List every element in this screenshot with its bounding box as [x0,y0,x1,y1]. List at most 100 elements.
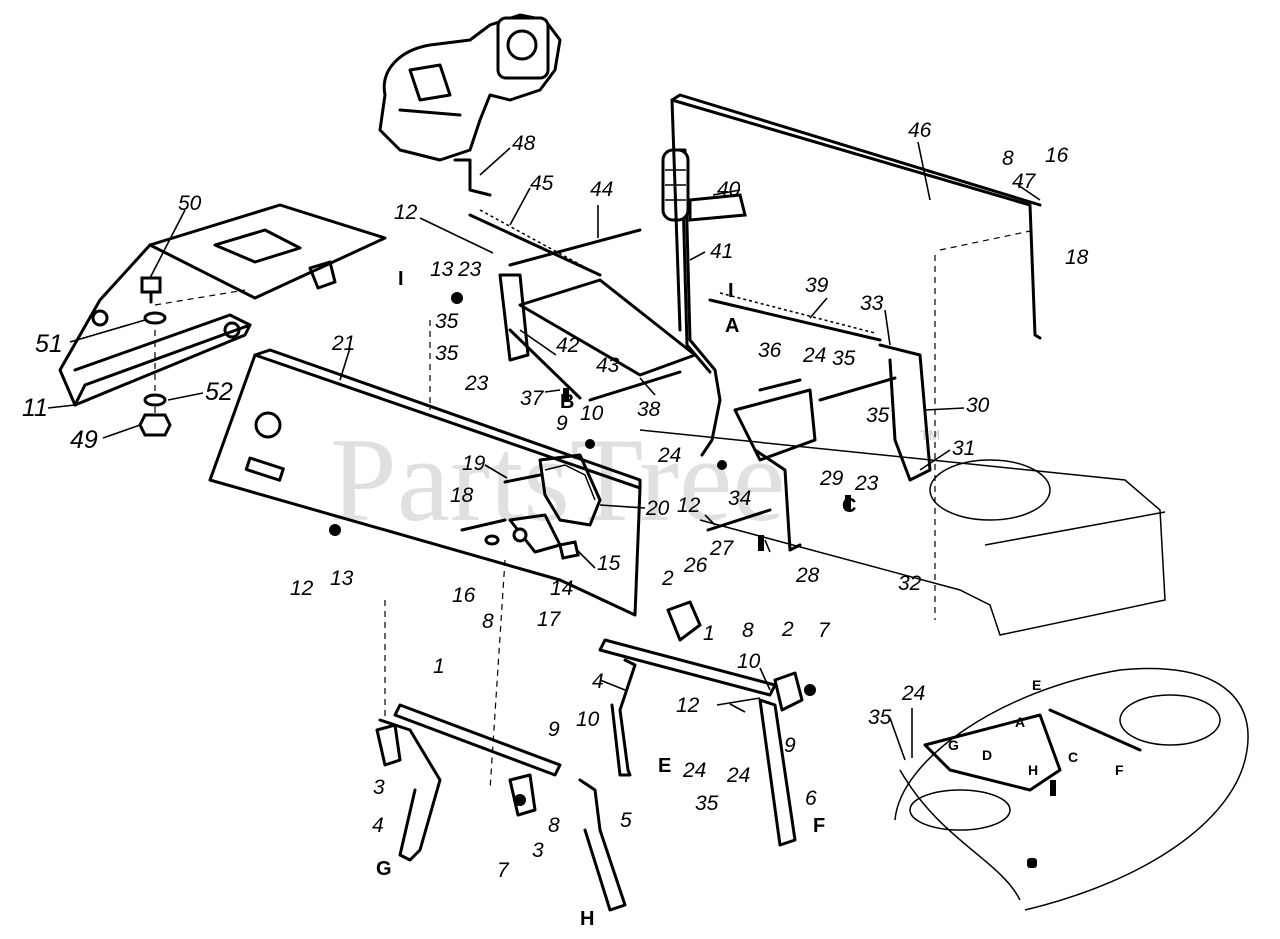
callout-35: 35 [435,342,459,365]
bolt-16 [484,534,500,546]
arm-6 [758,698,797,847]
guide-line [489,559,506,791]
callout-24: 24 [901,682,925,705]
deck-rod [1048,708,1142,752]
lift-link-1-right [598,638,777,697]
nut-7 [804,684,816,696]
callout-39: 39 [805,274,829,297]
link-42 [508,328,582,400]
rod-33 [818,376,897,402]
ref-letter-C: C [842,495,856,517]
ref-letter-C: C [1068,749,1078,765]
callout-1: 1 [703,622,715,645]
callout-9: 9 [548,718,560,741]
callout-13: 13 [430,258,454,281]
callout-29: 29 [819,467,844,490]
callout-8: 8 [548,814,560,837]
spring-36 [758,378,802,392]
nut-13 [451,292,463,304]
engine-assembly [378,13,562,197]
pin-35 [563,388,569,402]
callout-17: 17 [537,608,562,631]
callout-50: 50 [178,192,202,215]
callout-2: 2 [781,618,794,641]
callout-12: 12 [290,577,314,600]
callout-7: 7 [818,619,831,642]
callout-11: 11 [22,394,48,422]
bracket-2-upper [666,600,702,642]
callout-10: 10 [580,402,604,425]
nut-7 [514,794,526,806]
callout-37: 37 [520,387,545,410]
callout-35: 35 [868,706,892,729]
callout-3: 3 [373,776,385,799]
bolt-19 [503,473,542,484]
mower-deck-housing [639,429,1166,636]
bracket-3-left [375,723,402,767]
callout-8: 8 [1002,147,1014,170]
deck-hanger-linkage [923,713,1062,792]
ref-letter-F: F [813,815,825,837]
pivot-bracket-36 [733,388,817,462]
callout-35: 35 [866,404,890,427]
callout-24: 24 [657,444,681,467]
callout-5: 5 [620,809,632,832]
bracket-43 [518,278,697,377]
callout-35: 35 [695,792,719,815]
callout-10: 10 [576,708,600,731]
deck-button [1027,858,1037,868]
callout-3: 3 [532,839,544,862]
callout-41: 41 [710,240,733,263]
callout-47: 47 [1012,170,1037,193]
callout-30: 30 [966,394,990,417]
callout-36: 36 [758,339,782,362]
spring-39-coils [719,292,876,334]
arm-4-left [378,718,442,862]
watermark: PartsTree [330,413,786,546]
nut-49 [138,413,172,437]
reference-letters: I I A B C E F G H A E G D H C F [376,268,1124,930]
ref-letter-D: D [982,747,992,763]
callout-7: 7 [497,859,510,882]
callout-8: 8 [482,610,494,633]
callout-23: 23 [457,258,482,281]
callout-26: 26 [683,554,708,577]
callout-4: 4 [372,814,384,837]
lever-pivot-14 [508,513,580,560]
ref-letter-H: H [580,908,594,930]
callout-19: 19 [462,452,486,475]
callout-38: 38 [637,398,661,421]
callout-24: 24 [682,759,706,782]
callout-18: 18 [450,484,474,507]
cutting-deck [894,667,1249,911]
rear-panel-46 [670,93,1042,620]
callout-6: 6 [805,787,817,810]
callout-4: 4 [592,670,604,693]
sector-plate-20 [538,453,602,527]
callout-46: 46 [908,119,932,142]
callout-16: 16 [452,584,476,607]
ref-letter-B: B [560,391,574,413]
washer-9 [585,439,595,449]
callout-34: 34 [728,487,751,510]
callout-43: 43 [596,354,620,377]
callout-13: 13 [330,567,354,590]
callout-10: 10 [737,650,761,673]
callout-24: 24 [802,344,826,367]
rod-44 [508,228,642,267]
callout-12: 12 [677,494,701,517]
callout-51: 51 [35,330,63,358]
ref-letter-A: A [1015,714,1025,730]
spring-45 [468,213,602,277]
ref-letter-E: E [658,755,671,777]
callout-35: 35 [832,347,856,370]
washer-24 [717,460,727,470]
pin-h [1050,780,1056,796]
ref-letter-I: I [398,268,404,290]
pin-c [845,495,851,511]
bolt-18 [460,518,507,532]
spring-45-coils [479,209,591,271]
callout-labels: 50 51 11 49 52 48 45 44 12 13 23 35 35 2… [22,119,1089,882]
callout-23: 23 [854,472,879,495]
callout-45: 45 [530,172,554,195]
